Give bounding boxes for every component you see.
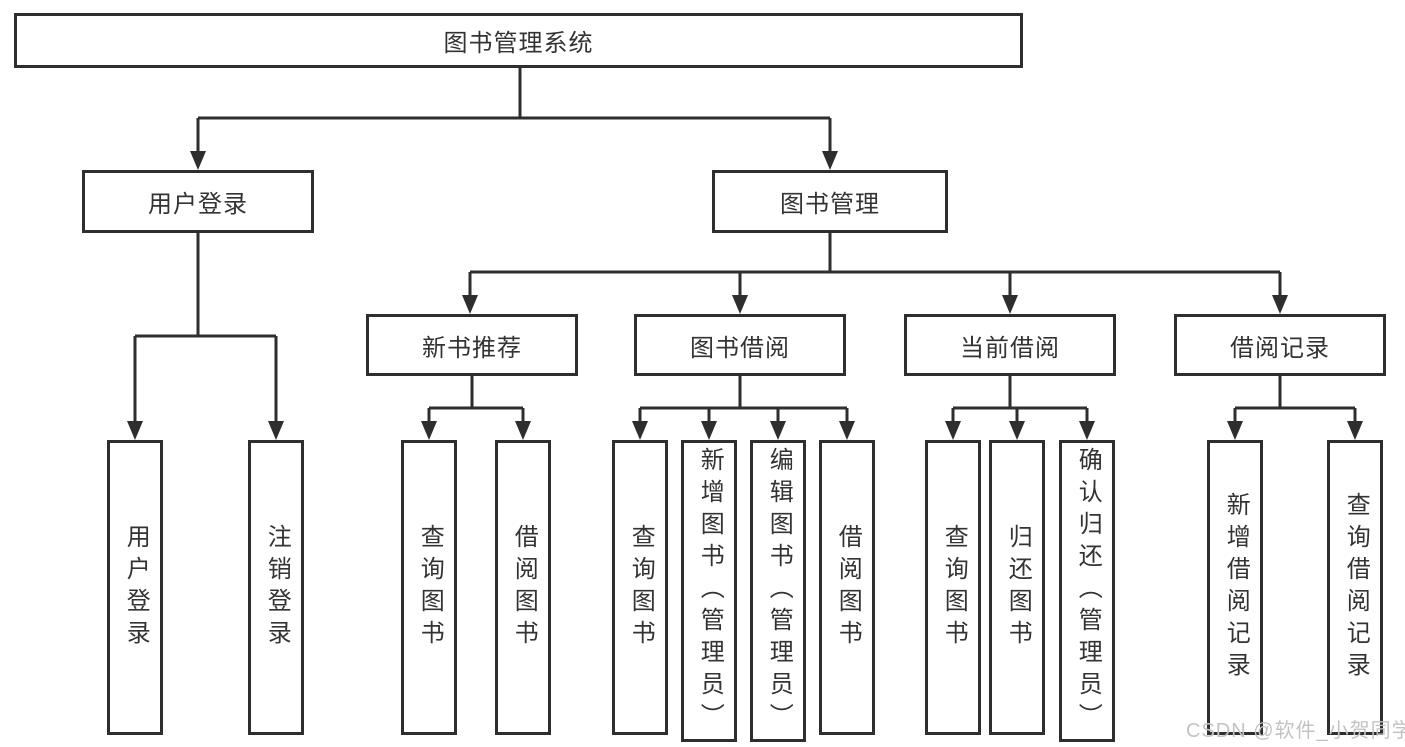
node-label: 新书推荐	[422, 334, 522, 362]
node-query-books-recommend: 查询图书	[401, 440, 457, 735]
node-add-book-admin: 新增图书（管理员）	[681, 440, 737, 742]
node-label: 查询图书	[416, 523, 444, 652]
arrow-down-icon	[1079, 421, 1095, 440]
arrow-down-icon	[515, 421, 531, 440]
node-label: 借阅记录	[1230, 334, 1330, 362]
arrow-down-icon	[945, 421, 961, 440]
node-borrow-books-borrow: 借阅图书	[819, 440, 875, 735]
arrow-down-icon	[462, 295, 478, 314]
node-user-login: 用户登录	[82, 170, 314, 233]
node-label: 编辑图书（管理员）	[765, 447, 793, 735]
node-new-book-recommend: 新书推荐	[366, 314, 578, 376]
arrow-down-icon	[839, 421, 855, 440]
node-query-books-current: 查询图书	[925, 440, 981, 735]
arrow-down-icon	[268, 421, 284, 440]
arrow-down-icon	[421, 421, 437, 440]
node-return-book: 归还图书	[989, 440, 1045, 735]
connector-root-to-level2	[196, 68, 832, 153]
connector-borrow-to-leaves	[638, 376, 849, 423]
node-label: 注销登录	[263, 523, 291, 652]
arrow-down-icon	[190, 151, 206, 170]
connector-mgmt-to-level3	[468, 233, 1282, 297]
node-label: 借阅图书	[834, 523, 862, 652]
arrowheads	[127, 151, 1363, 440]
arrow-down-icon	[632, 421, 648, 440]
node-label: 新增借阅记录	[1222, 491, 1250, 684]
node-query-books-borrow: 查询图书	[612, 440, 668, 735]
node-label: 查询图书	[940, 523, 968, 652]
node-library-system: 图书管理系统	[14, 13, 1023, 68]
connector-login-to-leaves	[133, 233, 278, 423]
arrow-down-icon	[1002, 295, 1018, 314]
arrow-down-icon	[1009, 421, 1025, 440]
arrow-down-icon	[770, 421, 786, 440]
node-label: 查询借阅记录	[1342, 491, 1370, 684]
node-label: 借阅图书	[510, 523, 538, 652]
node-book-management: 图书管理	[712, 170, 948, 233]
node-label: 确认归还（管理员）	[1074, 447, 1102, 735]
node-label: 新增图书（管理员）	[696, 447, 724, 735]
arrow-down-icon	[127, 421, 143, 440]
connector-current-to-leaves	[951, 376, 1089, 423]
arrow-down-icon	[1227, 421, 1243, 440]
node-label: 查询图书	[627, 523, 655, 652]
node-label: 图书借阅	[690, 334, 790, 362]
node-label: 当前借阅	[960, 334, 1060, 362]
node-borrowing-records: 借阅记录	[1174, 314, 1386, 376]
connector-records-to-leaves	[1233, 376, 1357, 423]
node-add-borrow-record: 新增借阅记录	[1207, 440, 1263, 735]
node-confirm-return-admin: 确认归还（管理员）	[1059, 440, 1115, 742]
arrow-down-icon	[1347, 421, 1363, 440]
node-label: 归还图书	[1004, 523, 1032, 652]
connector-recommend-to-leaves	[427, 376, 525, 423]
node-logout-action: 注销登录	[248, 440, 304, 735]
node-edit-book-admin: 编辑图书（管理员）	[750, 440, 806, 742]
node-query-borrow-record: 查询借阅记录	[1327, 440, 1383, 735]
arrow-down-icon	[732, 295, 748, 314]
node-label: 图书管理	[780, 191, 880, 218]
node-label: 用户登录	[122, 523, 150, 652]
node-book-borrowing: 图书借阅	[634, 314, 846, 376]
arrow-down-icon	[822, 151, 838, 170]
node-label: 图书管理系统	[443, 30, 594, 57]
node-label: 用户登录	[148, 191, 248, 218]
node-user-login-action: 用户登录	[107, 440, 163, 735]
arrow-down-icon	[1272, 295, 1288, 314]
csdn-watermark: CSDN @软件_小贺同学	[1186, 720, 1405, 742]
node-current-borrowing: 当前借阅	[904, 314, 1116, 376]
arrow-down-icon	[701, 421, 717, 440]
node-borrow-books-recommend: 借阅图书	[495, 440, 551, 735]
